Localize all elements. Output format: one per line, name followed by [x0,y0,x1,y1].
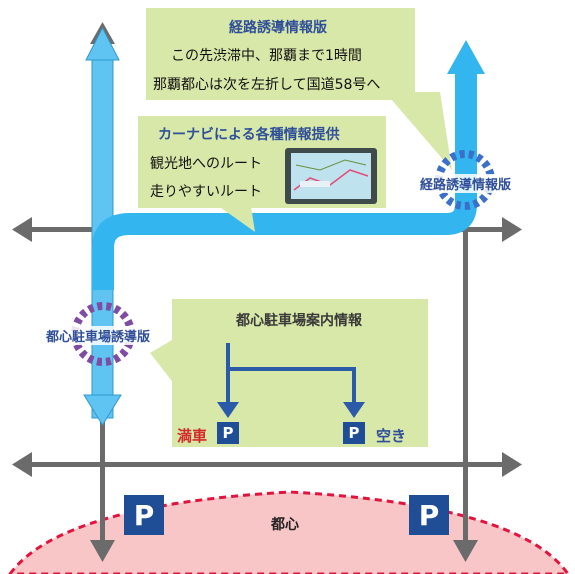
route-board-label: 経路誘導情報版 [418,174,514,193]
road-arrow-left-lower [12,452,32,477]
city-parking-left: P [124,495,164,535]
city-parking-right: P [409,495,449,535]
road-vertical-right [463,232,468,550]
parking-info-callout-shape [150,299,428,447]
carnavi-line2: 走りやすいルート [150,184,262,200]
route-board-line1: この先渋滞中、那覇まで1時間 [171,48,362,64]
carnavi-line1: 観光地へのルート [150,156,262,172]
road-arrow-right-lower [502,452,522,477]
road-horizontal-lower [30,462,508,467]
carnavi-title: カーナビによる各種情報提供 [158,127,340,143]
route-arrow-up-right [447,40,485,74]
parking-empty-label: 空き [376,427,407,445]
parking-full-sign: P [217,422,239,444]
carnavi-callout-shape [138,116,386,232]
route-board-line2: 那覇都心は次を左折して国道58号へ [153,77,381,93]
parking-empty-sign: P [343,422,365,444]
parking-full-label: 満車 [177,427,208,445]
route-board-title: 経路誘導情報版 [229,20,327,36]
road-arrow-down-left [90,540,115,562]
road-arrow-left-upper [12,217,32,242]
road-arrow-right-upper [502,217,522,242]
parking-board-label: 都心駐車場誘導版 [44,326,153,345]
route-main [92,70,477,290]
city-center-label: 都心 [271,517,299,533]
parking-info-title: 都心駐車場案内情報 [236,313,362,329]
road-arrow-down-right [453,540,478,562]
roads [12,22,522,562]
route-board-callout-shape [146,8,452,170]
